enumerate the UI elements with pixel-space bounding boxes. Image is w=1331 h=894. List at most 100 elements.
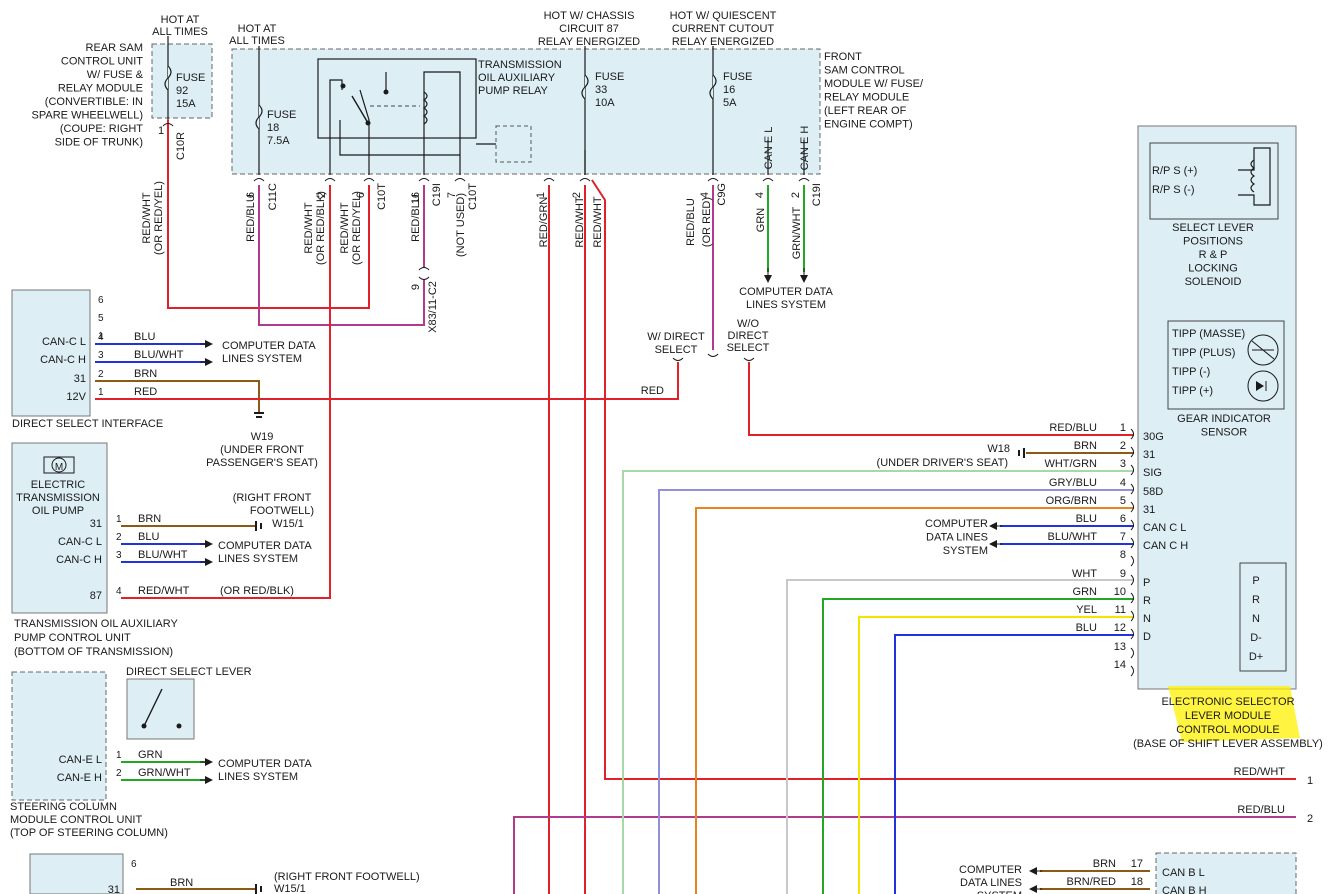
wire-label: GRN bbox=[1073, 586, 1098, 598]
wire-label: (NOT USED) bbox=[455, 193, 467, 257]
wire-label: BLU/WHT bbox=[1048, 531, 1098, 543]
wire-wht-9 bbox=[786, 579, 1134, 894]
rear-sam-name: (COUPE: RIGHT bbox=[60, 123, 143, 135]
cdl-label: DATA LINES bbox=[960, 877, 1022, 889]
pin-label: R/P S (-) bbox=[1152, 184, 1195, 196]
module-title: (BOTTOM OF TRANSMISSION) bbox=[14, 646, 173, 658]
motor-label: M bbox=[55, 462, 63, 473]
rear-sam-module bbox=[151, 43, 213, 119]
module-name: OIL PUMP bbox=[32, 505, 84, 517]
pin-number: 6 bbox=[131, 859, 137, 870]
pin-number: 16 bbox=[410, 192, 422, 204]
pin-number: 7 bbox=[446, 192, 458, 198]
side-ticks bbox=[1130, 428, 1134, 677]
wire-label: WHT bbox=[1072, 568, 1097, 580]
pin-number: 3 bbox=[1120, 458, 1126, 470]
connector-id: C10R bbox=[175, 132, 187, 160]
connector-tick bbox=[1130, 537, 1134, 549]
sensor-name: GEAR INDICATOR bbox=[1177, 413, 1271, 425]
wire-label: BLU bbox=[1076, 513, 1097, 525]
arrows bbox=[200, 268, 1042, 893]
ground-w18 bbox=[1018, 448, 1025, 458]
pin-label: 31 bbox=[90, 518, 102, 530]
pin-number: 4 bbox=[98, 332, 104, 343]
front-sam-name: MODULE W/ FUSE/ bbox=[824, 78, 924, 90]
direct-select-lever-box bbox=[126, 678, 195, 740]
pin-label: N bbox=[1143, 613, 1151, 625]
pin-number: 5 bbox=[98, 313, 104, 324]
module-title: TRANSMISSION OIL AUXILIARY bbox=[14, 618, 178, 630]
pin-number: 2 bbox=[316, 192, 328, 198]
solenoid-name: POSITIONS bbox=[1183, 236, 1243, 248]
motor-symbol bbox=[43, 456, 75, 474]
connector-tick bbox=[1130, 519, 1134, 531]
wire-label: RED/WHT bbox=[141, 192, 153, 244]
wire-label: (OR RED/BLK) bbox=[220, 585, 294, 597]
pin-label: 30G bbox=[1143, 431, 1164, 443]
pin-number: 9 bbox=[1120, 568, 1126, 580]
gear-indicator-box bbox=[1239, 562, 1287, 672]
pin-number: 1 bbox=[158, 125, 164, 137]
sensor-name: SENSOR bbox=[1201, 427, 1248, 439]
cdl-label: LINES SYSTEM bbox=[746, 299, 826, 311]
wire-label: RED/BLU bbox=[685, 198, 697, 246]
fuse-92-symbol bbox=[164, 65, 172, 91]
wire-label: RED/WHT bbox=[574, 196, 586, 248]
connector-id: C11C bbox=[267, 183, 279, 210]
cdl-label: DATA LINES bbox=[926, 532, 988, 544]
module-title: DIRECT SELECT LEVER bbox=[126, 666, 252, 678]
cdl-label: COMPUTER DATA bbox=[739, 286, 833, 298]
wire-label: BRN/RED bbox=[1066, 876, 1116, 888]
solenoid-name: SELECT LEVER bbox=[1172, 222, 1254, 234]
connector-tick bbox=[1130, 647, 1134, 659]
connector-id: C10T bbox=[376, 183, 388, 210]
wire-label: GRN bbox=[755, 208, 767, 233]
wire-label: GRN/WHT bbox=[138, 767, 191, 779]
gear-position: P bbox=[1252, 575, 1259, 587]
connector-id: C9G bbox=[716, 183, 728, 206]
module-title: DIRECT SELECT INTERFACE bbox=[12, 418, 163, 430]
relay-name: OIL AUXILIARY bbox=[478, 72, 556, 84]
pin-number: 6 bbox=[1120, 513, 1126, 525]
wire-label: BRN bbox=[1093, 858, 1116, 870]
pin-number: 14 bbox=[1114, 659, 1126, 671]
wire-red-blu-loop bbox=[258, 185, 425, 326]
front-sam-name: FRONT bbox=[824, 51, 862, 63]
wire-blu-12 bbox=[894, 634, 1134, 894]
wire-label: RED bbox=[134, 386, 157, 398]
pin-number: 3 bbox=[116, 550, 122, 561]
pin-number: 8 bbox=[1120, 549, 1126, 561]
rear-sam-name: (CONVERTIBLE: IN bbox=[45, 96, 143, 108]
solenoid-lead bbox=[1238, 147, 1271, 206]
gear-position: D+ bbox=[1249, 651, 1263, 663]
relay-internals-4 bbox=[339, 71, 461, 175]
cdl-label: SYSTEM bbox=[943, 545, 988, 557]
pin-number: 4 bbox=[116, 586, 122, 597]
wire-red-wht-2 bbox=[591, 179, 1296, 780]
hot-label: HOT W/ QUIESCENT bbox=[670, 10, 777, 22]
pin-number: 31 bbox=[108, 884, 120, 894]
fuse-label: FUSE bbox=[595, 71, 624, 83]
wire-gry-blu bbox=[658, 489, 1134, 894]
connector-id: X83/11-C2 bbox=[427, 281, 439, 333]
cdl-label: LINES SYSTEM bbox=[218, 553, 298, 565]
fuse-label: 92 bbox=[176, 85, 188, 97]
pin-label: R bbox=[1143, 595, 1151, 607]
pin-number: 1 bbox=[1120, 422, 1126, 434]
wire-label: BLU bbox=[138, 531, 159, 543]
hot-label: HOT W/ CHASSIS bbox=[544, 10, 635, 22]
module-name: TRANSMISSION bbox=[16, 492, 100, 504]
pin-number: 17 bbox=[1131, 858, 1143, 870]
solenoid-name: SOLENOID bbox=[1185, 276, 1242, 288]
fuse-label: 33 bbox=[595, 84, 607, 96]
cdl-label: COMPUTER bbox=[959, 864, 1022, 876]
front-sam-name: ENGINE COMPT) bbox=[824, 119, 913, 131]
rear-sam-name: REAR SAM bbox=[86, 42, 143, 54]
pin-number: 3 bbox=[98, 350, 104, 361]
pin-number: 2 bbox=[116, 532, 122, 543]
wire-label: ORG/BRN bbox=[1046, 495, 1097, 507]
pin-label: CAN C L bbox=[1143, 522, 1186, 534]
pin-number: 4 bbox=[699, 192, 711, 198]
wire-label: RED/WHT bbox=[138, 585, 190, 597]
pin-number: 2 bbox=[571, 192, 583, 198]
